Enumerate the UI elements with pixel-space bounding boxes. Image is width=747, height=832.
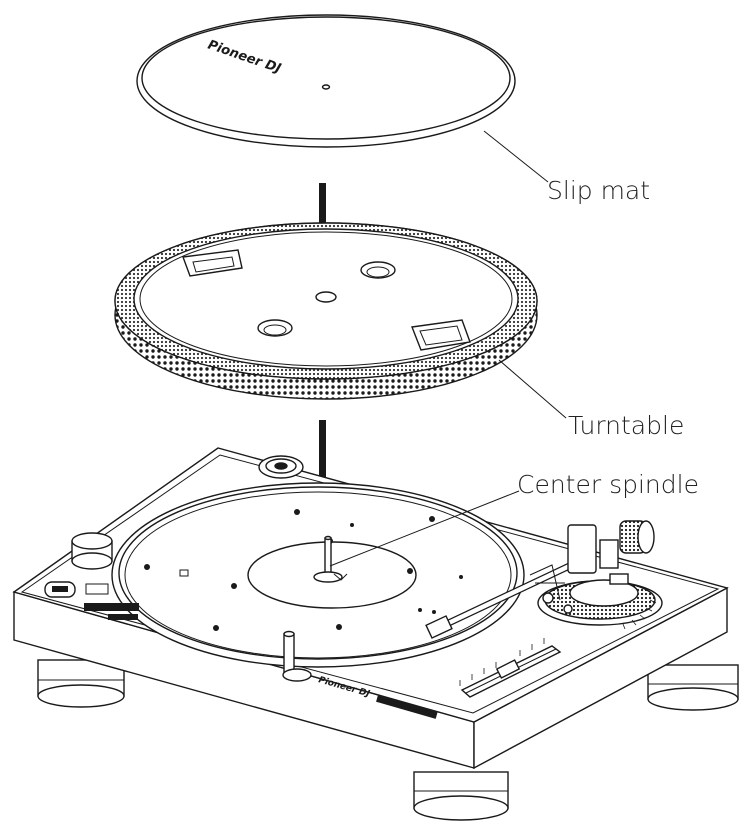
- anti-skate-scale: [622, 599, 657, 630]
- slip-mat: Pioneer DJ: [136, 14, 516, 148]
- foot-front-center: [413, 771, 509, 821]
- center-spindle-label: Center spindle: [517, 470, 699, 499]
- pitch-slider: [459, 638, 562, 698]
- turntable-platter: [114, 222, 538, 400]
- turntable-unit: Pioneer DJ: [12, 447, 739, 821]
- slip-mat-label: Slip mat: [547, 176, 651, 205]
- slip-mat-leader-line: [483, 130, 549, 183]
- slip-mat-center-hole: [321, 84, 331, 90]
- power-knob: [71, 532, 113, 570]
- foot-front-right: [647, 664, 739, 711]
- center-spindle: [313, 535, 348, 583]
- turntable-label: Turntable: [568, 411, 685, 440]
- tonearm-base: [537, 579, 663, 626]
- tonearm: [425, 520, 655, 639]
- turntable-leader-line: [498, 359, 567, 419]
- spindle-leader-line: [329, 490, 520, 567]
